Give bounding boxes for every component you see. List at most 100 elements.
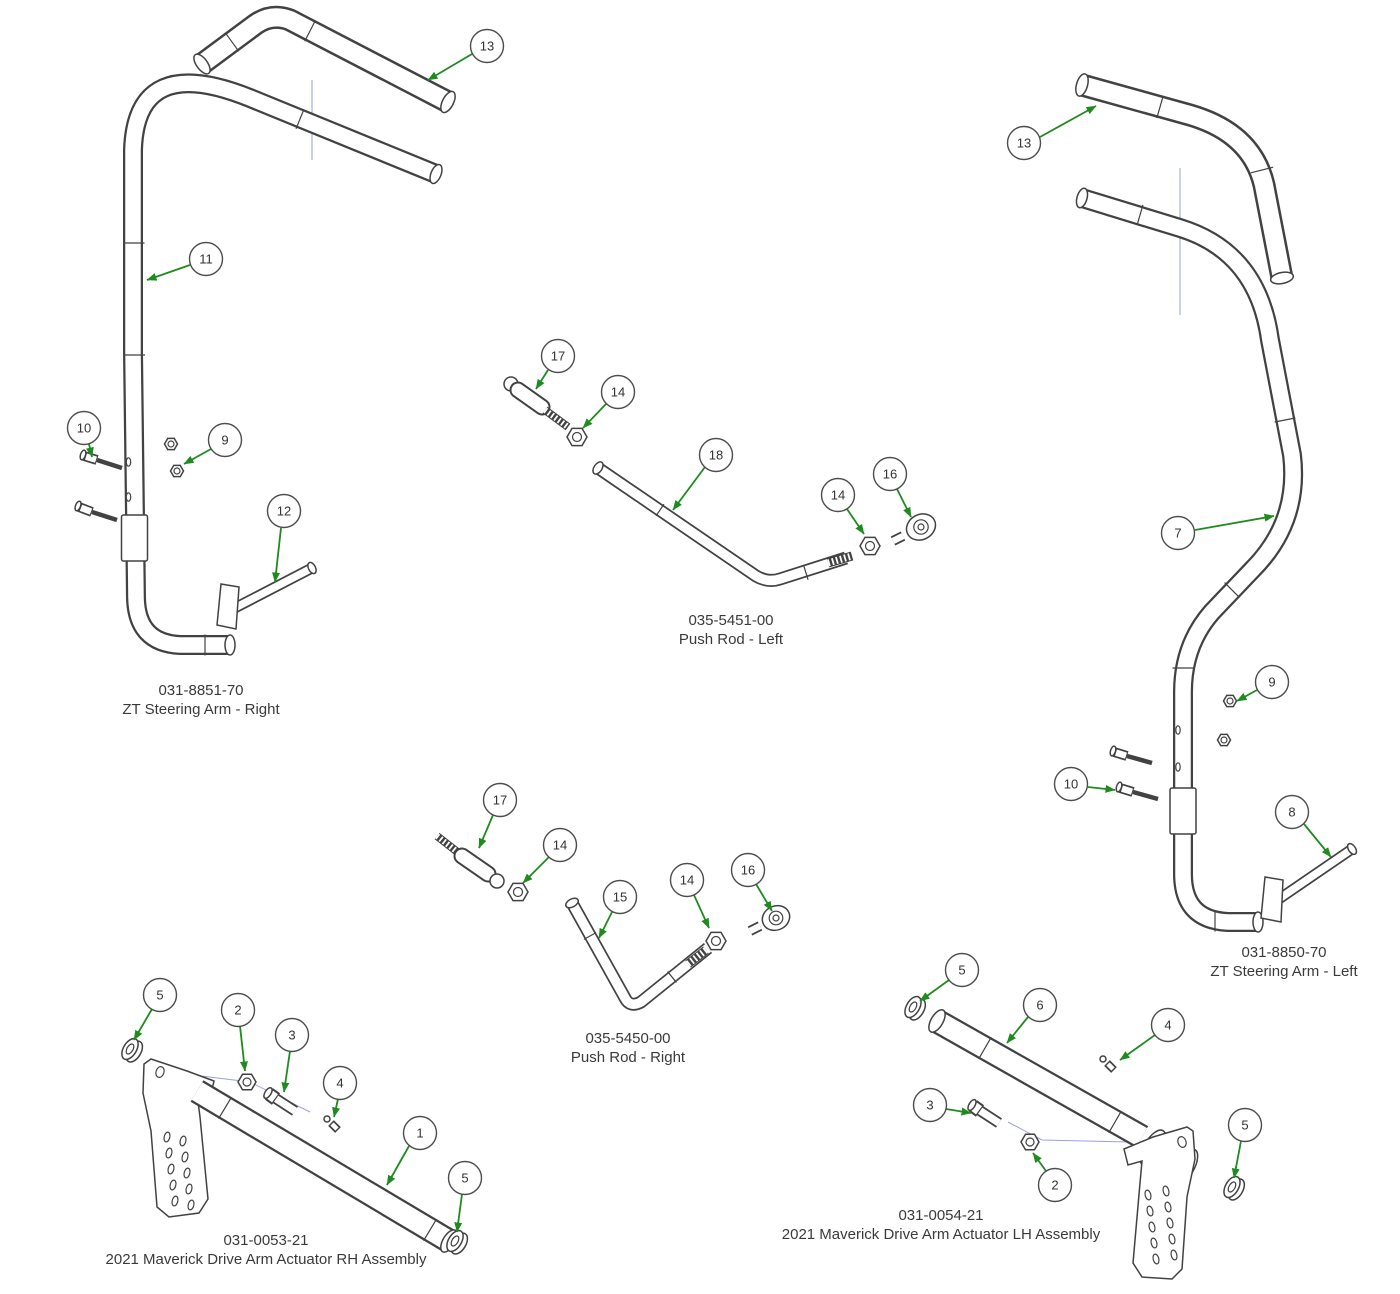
- grip-tube-drawing: [1075, 73, 1295, 285]
- callout-8: 8: [1274, 794, 1310, 830]
- leader-arrow: [386, 1145, 410, 1186]
- leader-arrow: [1087, 784, 1116, 793]
- callout-number: 14: [553, 838, 567, 853]
- callout-number: 12: [277, 504, 291, 519]
- steering-arm-tube-drawing: [120, 73, 443, 656]
- callout-2: 2: [1037, 1167, 1073, 1203]
- callout-number: 5: [1241, 1118, 1248, 1133]
- hex-nut-drawing: [1020, 1133, 1040, 1151]
- callout-number: 15: [613, 890, 627, 905]
- leader-arrow: [1231, 1140, 1242, 1179]
- push-rod-right-assembly: 17 14 15 14 16 035-5450-00 Push Rod - Ri…: [434, 782, 791, 1066]
- callout-number: 4: [336, 1076, 343, 1091]
- callout-16: 16: [872, 456, 908, 492]
- bolt-hole: [125, 492, 132, 502]
- callout-5: 5: [447, 1160, 483, 1196]
- leader-arrow: [478, 814, 494, 849]
- callout-number: 5: [958, 963, 965, 978]
- callout-number: 13: [1017, 136, 1031, 151]
- callout-number: 2: [1051, 1178, 1058, 1193]
- jam-nut-drawing: [705, 931, 727, 951]
- callout-16: 16: [730, 852, 766, 888]
- grease-fitting-drawing: [323, 1115, 341, 1133]
- push-rod-drawing: [592, 461, 854, 587]
- leader-arrow: [945, 1107, 972, 1116]
- ball-joint-drawing: [434, 832, 505, 889]
- callout-3: 3: [274, 1017, 310, 1053]
- callout-1: 1: [402, 1115, 438, 1151]
- leader-arrow: [239, 1025, 248, 1072]
- leader-arrow: [1032, 1152, 1047, 1172]
- callout-number: 3: [926, 1098, 933, 1113]
- ball-stud: [489, 873, 505, 889]
- leader-arrow: [183, 448, 212, 465]
- callout-5: 5: [142, 977, 178, 1013]
- callout-5: 5: [1227, 1107, 1263, 1143]
- jam-nut-drawing: [566, 427, 588, 447]
- leader-arrow: [1236, 689, 1258, 702]
- assembly-name-label: Push Rod - Right: [571, 1049, 686, 1066]
- ball-joint-drawing: [503, 376, 571, 431]
- callout-number: 16: [741, 863, 755, 878]
- callout-number: 8: [1288, 805, 1295, 820]
- callout-10: 10: [66, 410, 102, 446]
- clevis-pin-drawing: [967, 1098, 1002, 1128]
- callout-4: 4: [1150, 1007, 1186, 1043]
- jam-nut-drawing: [507, 882, 529, 902]
- actuator-lh-assembly: 5 6 4 3 2 5 031-0054-21 2021 Maverick Dr…: [782, 952, 1263, 1280]
- callout-18: 18: [698, 437, 734, 473]
- leader-arrow: [454, 1193, 463, 1233]
- callout-number: 2: [234, 1003, 241, 1018]
- callout-number: 1: [416, 1126, 423, 1141]
- leader-arrow: [755, 883, 773, 912]
- actuator-tube-drawing: [928, 1009, 1149, 1148]
- assembly-name-label: ZT Steering Arm - Right: [122, 701, 280, 718]
- callout-number: 9: [1268, 675, 1275, 690]
- grease-fitting-drawing: [1099, 1055, 1117, 1073]
- part-number-label: 031-8851-70: [158, 682, 243, 699]
- callout-10: 10: [1053, 766, 1089, 802]
- leader-arrow: [846, 508, 865, 535]
- callout-number: 5: [461, 1171, 468, 1186]
- clevis-pin-drawing: [263, 1086, 298, 1116]
- leader-arrow: [281, 1050, 291, 1093]
- push-rod-left-assembly: 17 14 18 14 16 035-5451-00 Push Rod - Le…: [503, 338, 937, 648]
- callout-number: 11: [199, 252, 213, 267]
- bracket-drawing: [1123, 1126, 1196, 1280]
- callout-6: 6: [1022, 987, 1058, 1023]
- callout-3: 3: [912, 1087, 948, 1123]
- callout-number: 18: [709, 448, 723, 463]
- leader-arrow: [522, 856, 550, 884]
- bolt-hole: [125, 457, 132, 467]
- leader-arrow: [598, 911, 613, 939]
- callout-number: 7: [1174, 526, 1181, 541]
- tube-sleeve: [120, 514, 149, 562]
- steering-arm-right-assembly: 13 11 10 9 12 031-8851-70 ZT Steering Ar…: [66, 5, 505, 718]
- callout-number: 10: [77, 421, 91, 436]
- centerline: [1007, 1121, 1129, 1143]
- callout-number: 3: [288, 1028, 295, 1043]
- callout-number: 14: [831, 488, 845, 503]
- callout-9: 9: [1254, 664, 1290, 700]
- callout-number: 14: [611, 385, 625, 400]
- callout-17: 17: [482, 782, 518, 818]
- leader-arrow: [896, 488, 912, 518]
- cap-screws-drawing: [74, 449, 123, 523]
- callout-number: 4: [1164, 1018, 1171, 1033]
- grip-tube-drawing: [193, 5, 456, 114]
- tie-rod-drawing: [216, 561, 317, 630]
- callout-11: 11: [188, 241, 224, 277]
- assembly-name-label: 2021 Maverick Drive Arm Actuator LH Asse…: [782, 1226, 1101, 1243]
- bushing-drawing: [446, 1229, 469, 1255]
- callout-number: 10: [1064, 777, 1078, 792]
- callout-14: 14: [820, 477, 856, 513]
- assembly-name-label: Push Rod - Left: [679, 631, 784, 648]
- tie-rod-drawing: [1260, 842, 1358, 923]
- assembly-name-label: ZT Steering Arm - Left: [1210, 963, 1358, 980]
- leader-arrow: [133, 1008, 153, 1041]
- leader-arrow: [1303, 823, 1332, 858]
- rod-end-bearing-drawing: [747, 904, 791, 936]
- callout-number: 13: [480, 39, 494, 54]
